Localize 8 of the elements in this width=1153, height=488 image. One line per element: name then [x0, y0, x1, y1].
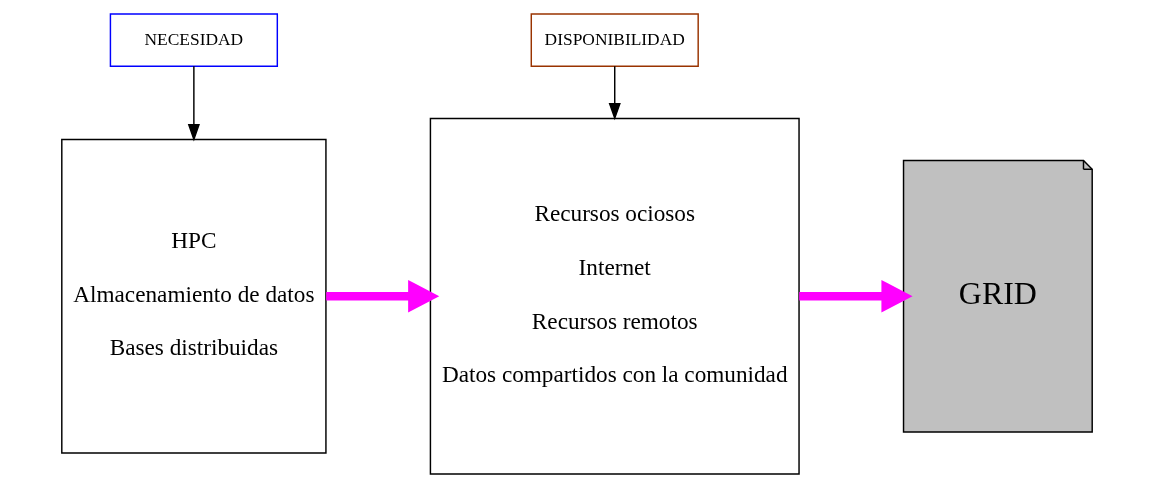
- node-box: HPC Almacenamiento de datos Bases distribuidas: [60, 138, 327, 454]
- arrow: [798, 279, 913, 313]
- node-box: NECESIDAD: [109, 13, 278, 67]
- arrow: [187, 65, 200, 142]
- arrow: [608, 65, 621, 121]
- node-box: DISPONIBILIDAD: [530, 13, 699, 67]
- node-box: Recursos ociosos Internet Recursos remotos Datos compartidos con la comunidad: [429, 117, 800, 475]
- arrow: [325, 279, 439, 313]
